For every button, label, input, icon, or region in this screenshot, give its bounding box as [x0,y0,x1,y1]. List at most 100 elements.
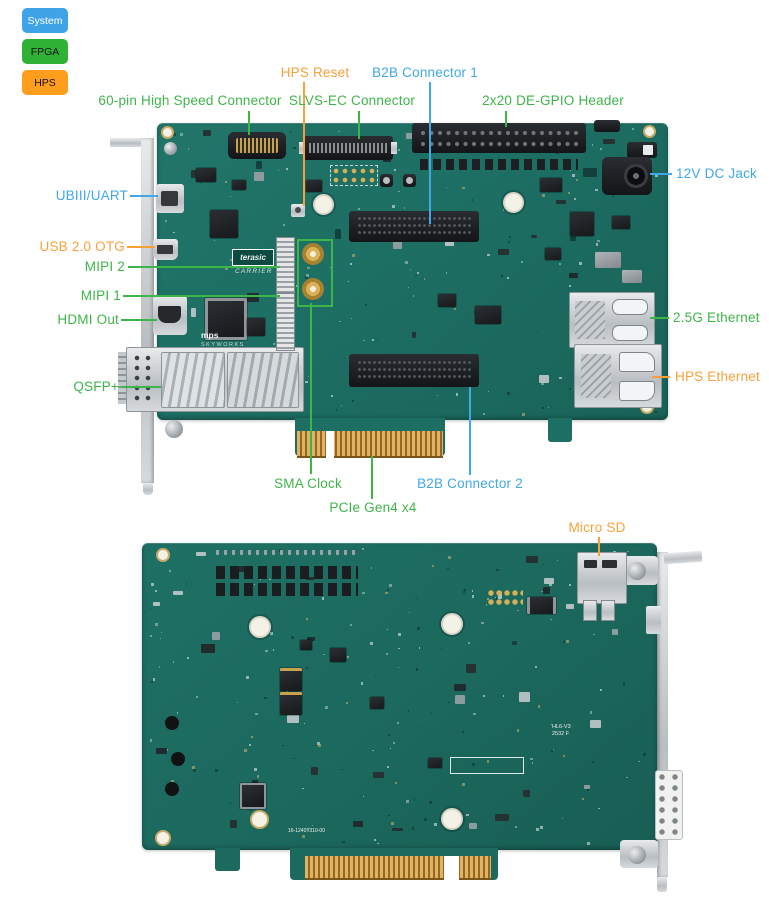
mipi2-leader [128,266,280,268]
speckle [272,649,275,651]
speckle [412,295,415,297]
small-component [412,332,417,338]
speckle [289,131,291,133]
small-component [539,374,549,384]
speckle [155,590,158,593]
speckle [547,406,550,409]
speckle [558,262,561,265]
speckle [595,243,599,246]
speckle [581,797,584,800]
speckle [569,583,572,586]
speckle [384,591,388,595]
speckle [570,170,572,172]
callout-dc-jack: 12V DC Jack [676,166,757,181]
small-component [310,767,318,775]
speckle [338,130,341,133]
speckle [429,801,432,804]
eth-2_5g-jack [569,292,655,348]
speckle [387,733,390,736]
bracket-screw [628,846,646,864]
bottom-edge-tab [215,848,240,871]
speckle [282,744,284,747]
speckle [508,235,512,238]
usb-otg-connector [153,239,178,260]
small-component [155,748,167,755]
speckle [485,604,488,607]
speckle [573,197,577,200]
ic-chip [475,306,501,324]
speckle [483,413,485,416]
micro-sd-slot [577,552,627,604]
ic-chip [545,248,561,260]
slvs-ec-connector [299,136,397,160]
slvs-latch [391,142,397,154]
mount-hole [155,830,171,846]
speckle [655,411,658,414]
speckle [507,241,510,244]
small-component [196,551,206,556]
speckle [318,743,322,747]
gold-pad-grid [487,589,523,607]
speckle [256,775,260,778]
speckle [259,578,262,581]
speckle [550,724,552,726]
callout-hps-ethernet: HPS Ethernet [675,369,760,384]
speckle [541,590,543,593]
speckle [360,682,364,685]
top-pcie-gold-fingers [297,431,443,458]
inductor [595,252,621,268]
speckle [397,666,399,668]
speckle [304,723,306,725]
speckle [396,721,399,725]
pcie-leader [371,456,373,499]
callout-micro-sd: Micro SD [568,520,626,535]
ic-chip [330,648,346,662]
speckle [627,551,629,553]
ic-chip [300,640,312,650]
small-component [495,814,509,822]
speckle [172,661,175,663]
serial-line2: 2532 F [552,731,570,737]
small-component [583,167,597,178]
speckle [165,748,168,751]
speckle [340,405,342,407]
qsfp-leader [121,386,161,388]
small-component [287,714,300,724]
gpio-header [412,123,586,153]
speckle [506,392,510,395]
small-component [602,138,616,145]
small-component [372,771,384,779]
speckle [516,609,519,612]
speckle [598,807,600,810]
speckle [176,712,179,715]
mipi2-connector [276,237,295,293]
speckle [406,800,409,803]
speckle [229,196,231,198]
small-component [255,160,263,169]
speckle [566,640,570,644]
micro-sd-prong [583,600,597,621]
speckle [305,617,309,620]
speckle [472,763,475,766]
speckle [394,168,396,171]
speckle [358,207,361,210]
power-header-connector [655,770,683,840]
speckle [150,607,152,610]
ethhps-leader [652,376,670,378]
speckle [152,678,156,681]
eth-hps-jack [574,344,662,408]
sma-connector [302,243,324,265]
60pin-leader [248,111,250,135]
speckle [346,655,350,658]
speckle [417,627,420,630]
speckle [649,690,652,692]
speckle [350,317,352,319]
speckle [265,649,268,653]
small-component [497,249,509,255]
callout-mipi2: MIPI 2 [84,259,125,274]
mount-hole [441,613,463,635]
speckle [542,563,544,565]
speckle [418,727,420,729]
b2b2-leader [469,387,471,475]
speckle [330,394,333,397]
